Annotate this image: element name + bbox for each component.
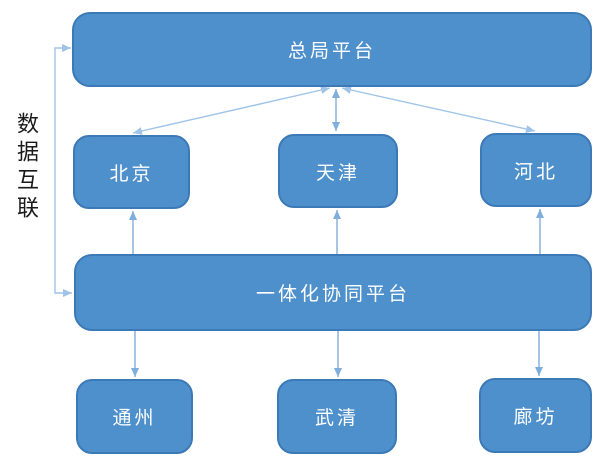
node-beijing: 北京 xyxy=(73,135,190,209)
node-tongzhou: 通州 xyxy=(76,379,193,454)
connector-top-to-hebei xyxy=(341,86,536,133)
node-label: 一体化协同平台 xyxy=(255,284,410,305)
node-wuqing: 武清 xyxy=(277,379,397,454)
node-label: 通州 xyxy=(112,408,157,429)
node-tianjin: 天津 xyxy=(278,134,398,208)
connector-top-to-beijing xyxy=(132,86,331,135)
node-label: 北京 xyxy=(109,163,154,185)
node-label: 廊坊 xyxy=(513,407,558,428)
node-label: 武清 xyxy=(314,408,359,429)
node-langfang: 廊坊 xyxy=(479,378,592,453)
connector-elbow-data-interconnect xyxy=(54,44,72,297)
node-label: 天津 xyxy=(315,162,360,184)
node-hebei: 河北 xyxy=(480,133,592,207)
node-label: 总局平台 xyxy=(287,41,376,62)
side-label-data-interconnect: 数据互联 xyxy=(14,112,39,224)
node-label: 河北 xyxy=(513,161,558,183)
node-integrated-collaboration-platform: 一体化协同平台 xyxy=(74,254,592,331)
node-general-administration-platform: 总局平台 xyxy=(72,12,592,87)
